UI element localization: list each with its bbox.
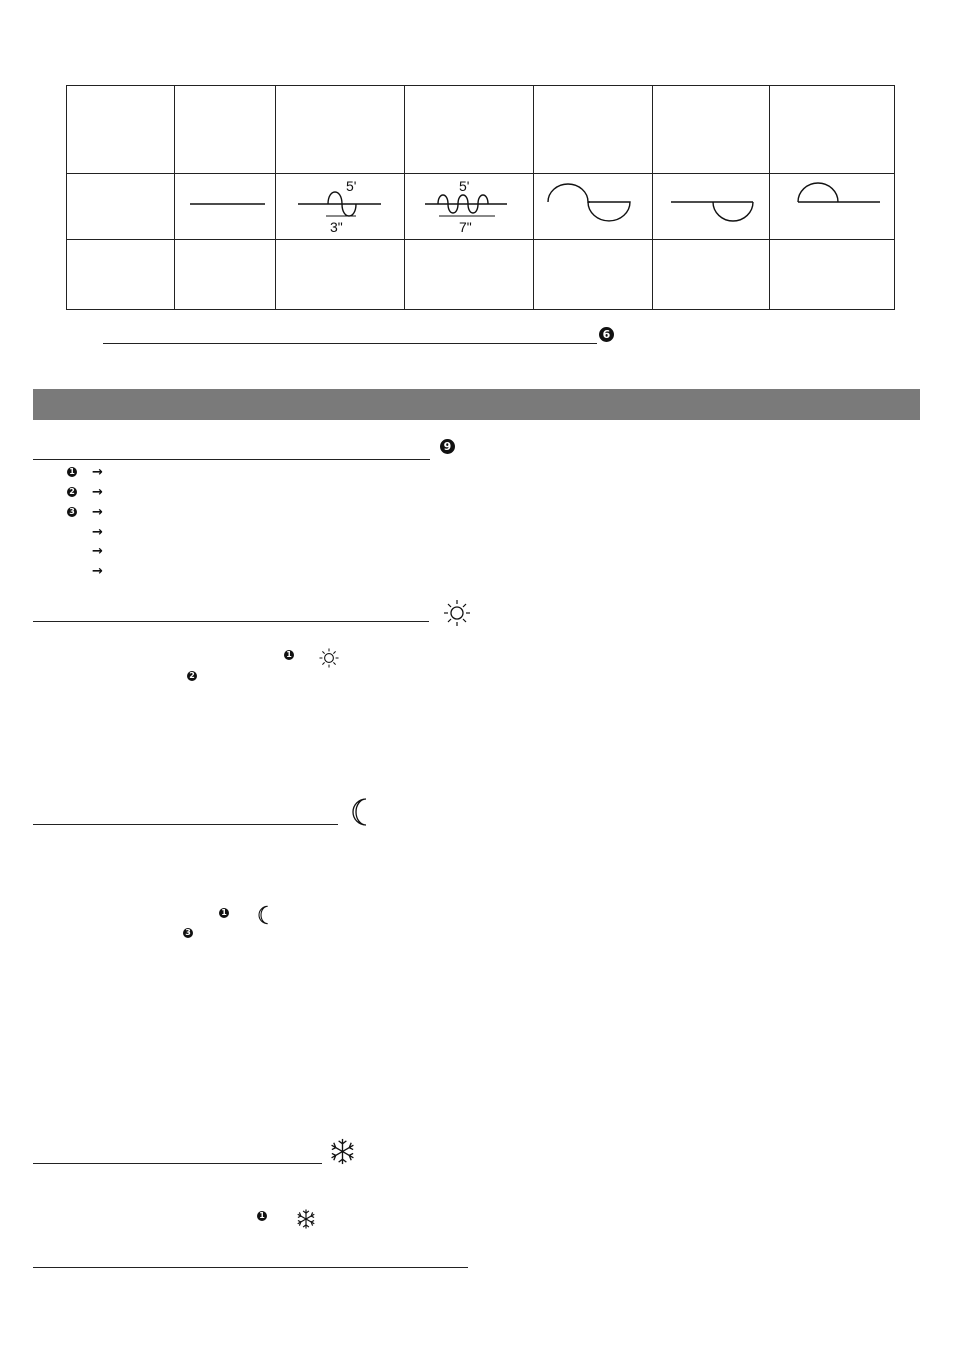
table-cell: 5' 3" [275,173,405,240]
wave-bottom-label: 3" [330,219,343,234]
section-header-band [33,389,920,420]
section-rule [103,343,597,344]
arrow-icon: → [92,465,103,480]
table-row: 5' 3" 5' 7" [66,173,895,240]
step-number-2: 2 [187,671,197,681]
step-number-3: 3 [183,928,193,938]
table-cell [404,239,534,310]
sine-long-icon: 5' 7" [425,178,507,235]
circled-number-nine: 9 [440,439,455,454]
arrow-icon: → [92,544,103,559]
table-row [66,85,895,174]
table-cell [275,85,405,174]
step-number-1: 1 [284,650,294,660]
table-cell [652,85,770,174]
table-cell: 5' 7" [404,173,534,240]
sun-icon [444,600,470,626]
table-cell [533,239,653,310]
table-cell [66,173,175,240]
snowflake-icon [331,1138,354,1165]
table-cell [404,85,534,174]
table-cell [66,239,175,310]
table-cell [174,173,276,240]
section-rule [33,459,430,460]
mode-table: 5' 3" 5' 7" [66,85,895,310]
step-number-2: 2 [67,487,77,497]
moon-icon [352,798,367,826]
sine-short-icon: 5' 3" [298,178,381,235]
table-cell [533,173,653,240]
table-cell [769,85,895,174]
lower-half-wave-icon [671,201,754,222]
step-number-1: 1 [219,908,229,918]
table-cell [174,239,276,310]
sun-icon [319,648,339,668]
step-number-3: 3 [67,507,77,517]
section-rule [33,1163,322,1164]
step-number-1: 1 [257,1211,267,1221]
table-cell [66,85,175,174]
section-rule [33,1267,468,1268]
table-cell [174,85,276,174]
wave-top-label: 5' [459,178,469,194]
wave-top-label: 5' [346,178,356,194]
table-cell [769,239,895,310]
section-rule [33,621,429,622]
moon-icon [258,905,268,925]
step-number-1: 1 [67,467,77,477]
circled-number-six: 6 [599,327,614,342]
arrow-icon: → [92,525,103,540]
upper-half-wave-icon [797,182,880,203]
arrow-icon: → [92,505,103,520]
table-cell [533,85,653,174]
table-cell [769,173,895,240]
section-rule [33,824,338,825]
table-cell [652,239,770,310]
arrow-icon: → [92,564,103,579]
snowflake-icon [297,1209,315,1229]
wave-bottom-label: 7" [459,219,472,234]
table-cell [275,239,405,310]
flat-line-icon [190,203,265,205]
table-row [66,239,895,310]
table-cell [652,173,770,240]
arrow-icon: → [92,485,103,500]
full-wave-icon [547,183,631,222]
